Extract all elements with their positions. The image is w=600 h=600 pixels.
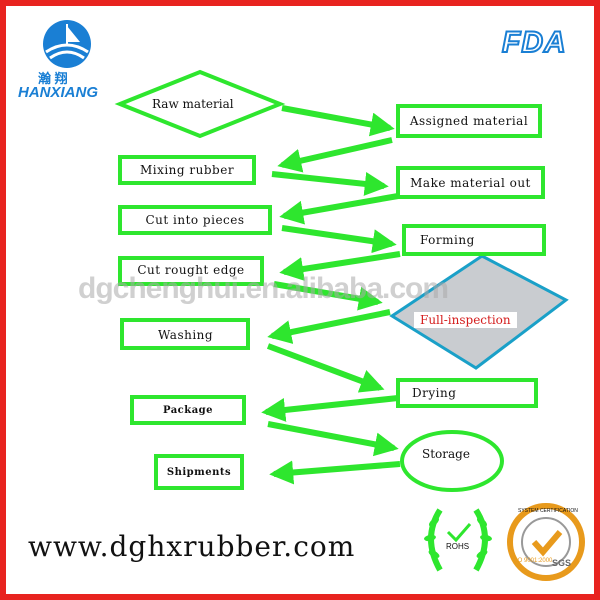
storage-ellipse	[400, 430, 504, 492]
package-box: Package	[130, 395, 246, 425]
wave-logo-icon	[43, 20, 91, 68]
sgs-mark-label: SGS	[552, 558, 572, 568]
forming-box: Forming	[402, 224, 546, 256]
arrow-package-to-storage	[267, 421, 399, 457]
arrow-edge-to-inspection	[273, 281, 383, 311]
assigned-material-box: Assigned material	[396, 104, 542, 138]
sgs-top-label: SYSTEM CERTIFICATION	[518, 508, 578, 514]
rohs-laurel-icon	[424, 508, 492, 572]
make-material-out-box: Make material out	[396, 166, 545, 199]
logo-chinese-text: 瀚 翔	[38, 71, 68, 86]
cut-into-pieces-box: Cut into pieces	[118, 205, 272, 235]
drying-box: Drying	[396, 378, 538, 408]
arrow-make-to-cut	[279, 193, 399, 225]
raw-material-label: Raw material	[152, 97, 234, 111]
website-url: www.dghxrubber.com	[28, 530, 356, 563]
arrow-storage-to-shipments	[269, 460, 401, 485]
rohs-label: ROHS	[446, 542, 470, 551]
raw-material-diamond	[114, 69, 286, 139]
mixing-rubber-box: Mixing rubber	[118, 155, 256, 185]
arrow-assigned-to-mixing	[277, 137, 393, 173]
arrow-inspection-to-washing	[267, 309, 391, 344]
shipments-box: Shipments	[154, 454, 244, 490]
arrow-drying-to-package	[261, 395, 399, 422]
arrow-mixing-to-make	[271, 171, 389, 196]
storage-label: Storage	[422, 447, 470, 461]
fda-logo: FDA	[501, 25, 567, 60]
logo-english-text: HANXIANG	[18, 84, 99, 101]
full-inspection-label: Full-inspection	[414, 312, 517, 328]
sgs-iso-label: ISO 9001:2000	[512, 558, 553, 564]
alibaba-watermark: dgchenghui.en.alibaba.com	[78, 272, 449, 305]
cut-rought-edge-box: Cut rought edge	[118, 256, 264, 286]
sgs-certification-icon	[507, 503, 585, 581]
arrow-cut-to-forming	[281, 225, 397, 254]
washing-box: Washing	[120, 318, 250, 350]
arrow-washing-to-drying	[266, 343, 385, 393]
arrow-forming-to-edge	[279, 251, 401, 281]
arrow-raw-to-assigned	[281, 105, 395, 137]
